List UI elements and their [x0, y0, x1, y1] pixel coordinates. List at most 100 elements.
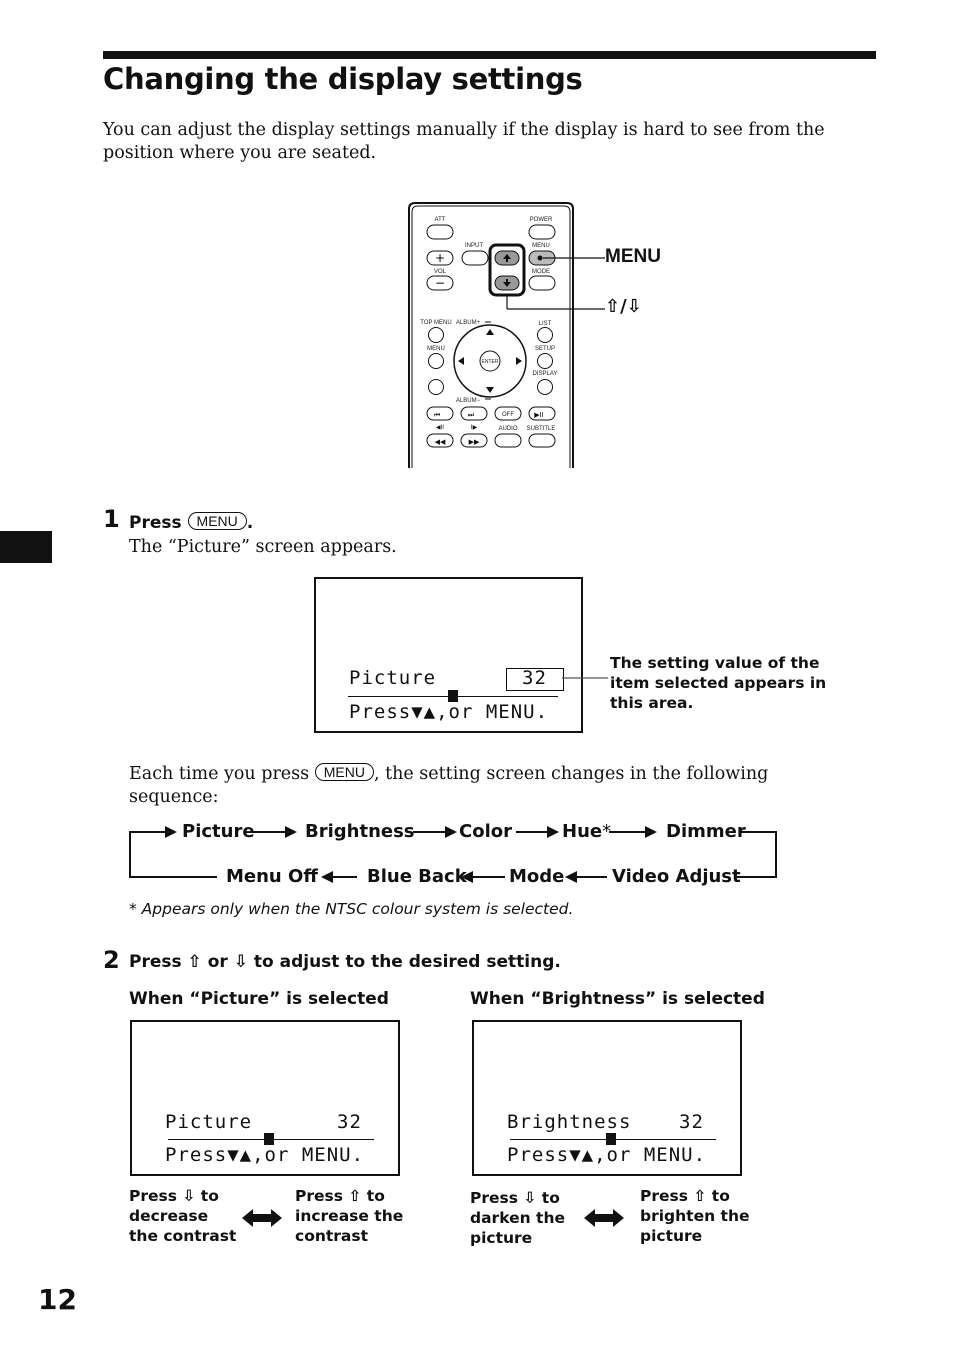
- screen-value-box: [506, 668, 564, 691]
- seq-blue-back: Blue Back: [367, 866, 467, 887]
- right-screen-hint: Press▼▲,or MENU.: [507, 1144, 707, 1166]
- step-2-rest: to adjust to the desired setting.: [253, 952, 561, 972]
- left-double-arrow-icon: [242, 1209, 282, 1227]
- right-heading: When “Brightness” is selected: [470, 989, 765, 1009]
- sequence-intro: Each time you press MENU, the setting sc…: [129, 763, 849, 809]
- next-button: [460, 406, 488, 421]
- left-screen-value: 32: [337, 1111, 362, 1133]
- left-slider-knob: [264, 1133, 274, 1145]
- value-callout-text: The setting value of the item selected a…: [610, 654, 827, 712]
- title-rule: [103, 51, 876, 59]
- seq-mode: Mode: [509, 866, 565, 887]
- svg-text:−: −: [435, 276, 445, 290]
- seq-hue: Hue*: [562, 821, 611, 842]
- left-note-up: Press ⇧ to increase the contrast: [295, 1186, 410, 1246]
- enter-label: ENTER: [482, 359, 499, 365]
- seq-hue-label: Hue: [562, 821, 603, 842]
- svg-text:+: +: [435, 251, 445, 265]
- display-label: DISPLAY: [533, 371, 558, 377]
- step-1-number: 1: [103, 505, 120, 533]
- svg-text:◀II: ◀II: [436, 424, 444, 431]
- vol-plus-button: [426, 250, 454, 266]
- list-button: [537, 327, 553, 343]
- seq-video-adjust: Video Adjust: [612, 866, 741, 887]
- setup-label: SETUP: [535, 346, 555, 352]
- enter-button: [479, 350, 501, 372]
- return-button: [428, 379, 444, 395]
- svg-text:I▶: I▶: [471, 424, 478, 431]
- down-arrow-icon: ⇩: [182, 1187, 196, 1205]
- svg-text:◀◀: ◀◀: [435, 438, 446, 446]
- fast-forward-button: [460, 433, 488, 448]
- remote-body-inner: [411, 205, 571, 468]
- step-1-result: The “Picture” screen appears.: [129, 537, 397, 557]
- right-screen-item: Brightness: [507, 1111, 632, 1133]
- vol-minus-button: [426, 275, 454, 291]
- sequence-intro-a: Each time you press: [129, 764, 310, 784]
- remote-body-outline: [408, 202, 574, 468]
- menu-callout-label: MENU: [605, 246, 661, 267]
- section-tab: [0, 531, 52, 563]
- input-label: INPUT: [465, 243, 483, 249]
- album-plus-label: ALBUM+: [456, 320, 481, 326]
- screen-hint: Press▼▲,or MENU.: [349, 701, 549, 723]
- right-screen-value: 32: [679, 1111, 704, 1133]
- subtitle-label: SUBTITLE: [527, 426, 556, 432]
- left-screen-hint: Press▼▲,or MENU.: [165, 1144, 365, 1166]
- sequence-intro-b: , the setting screen changes in the foll…: [129, 764, 769, 807]
- menu-label: MENU: [427, 346, 445, 352]
- mode-label: MODE: [532, 269, 550, 275]
- screen-item-name: Picture: [349, 667, 437, 689]
- top-menu-label: TOP MENU: [420, 320, 451, 326]
- menu-top-label: MENU: [532, 243, 550, 249]
- seq-color: Color: [459, 821, 512, 842]
- page-number: 12: [38, 1283, 77, 1316]
- step-2-press: Press: [129, 952, 182, 972]
- right-slider-knob: [606, 1133, 616, 1145]
- step-1-press: Press: [129, 513, 182, 533]
- intro-paragraph: You can adjust the display settings manu…: [103, 120, 825, 163]
- brightness-adjust-screen: Brightness 32 Press▼▲,or MENU.: [472, 1020, 742, 1176]
- setup-button: [537, 353, 553, 369]
- off-button: [494, 406, 522, 421]
- step-2-or: or: [207, 952, 228, 972]
- power-label: POWER: [530, 217, 553, 223]
- vol-label: VOL: [434, 269, 447, 275]
- att-button: [426, 224, 454, 240]
- audio-label: AUDIO: [498, 426, 517, 432]
- att-label: ATT: [435, 217, 446, 223]
- picture-screen: Picture 32 Press▼▲,or MENU.: [314, 577, 583, 733]
- left-note-down-press: Press: [129, 1187, 177, 1205]
- svg-text:⏭: ⏭: [468, 411, 475, 419]
- play-pause-button: [528, 406, 556, 421]
- sequence-diagram: [129, 826, 777, 883]
- album-minus-label: ALBUM−: [456, 398, 481, 404]
- step-1-instruction: Press MENU.: [129, 512, 254, 533]
- screen-value: 32: [522, 667, 547, 689]
- right-note-up-press: Press: [640, 1187, 688, 1205]
- arrows-callout-label: ⇧/⇩: [605, 296, 642, 317]
- svg-text:▶▶: ▶▶: [469, 438, 480, 446]
- seq-hue-mark: *: [602, 821, 612, 842]
- up-arrow-icon: ⇧: [348, 1187, 362, 1205]
- svg-text:▶II: ▶II: [534, 411, 544, 419]
- left-note-up-press: Press: [295, 1187, 343, 1205]
- step-2-instruction: Press ⇧ or ⇩ to adjust to the desired se…: [129, 952, 561, 972]
- right-note-up: Press ⇧ to brighten the picture: [640, 1186, 755, 1246]
- right-note-down: Press ⇩ to darken the picture: [470, 1188, 580, 1248]
- top-menu-button: [428, 327, 444, 343]
- screen-slider-knob: [448, 690, 458, 702]
- input-button: [461, 250, 489, 266]
- left-note-down-text: to decrease the contrast: [129, 1187, 237, 1245]
- display-button: [537, 379, 553, 395]
- prev-button: [426, 406, 454, 421]
- mode-button: [528, 275, 556, 291]
- ntsc-footnote: * Appears only when the NTSC colour syst…: [129, 900, 574, 918]
- left-note-up-text: to increase the contrast: [295, 1187, 404, 1245]
- subtitle-button: [528, 433, 556, 448]
- right-note-up-text: to brighten the picture: [640, 1187, 750, 1245]
- right-double-arrow-icon: [584, 1209, 624, 1227]
- page-title: Changing the display settings: [103, 62, 583, 96]
- seq-brightness: Brightness: [305, 821, 415, 842]
